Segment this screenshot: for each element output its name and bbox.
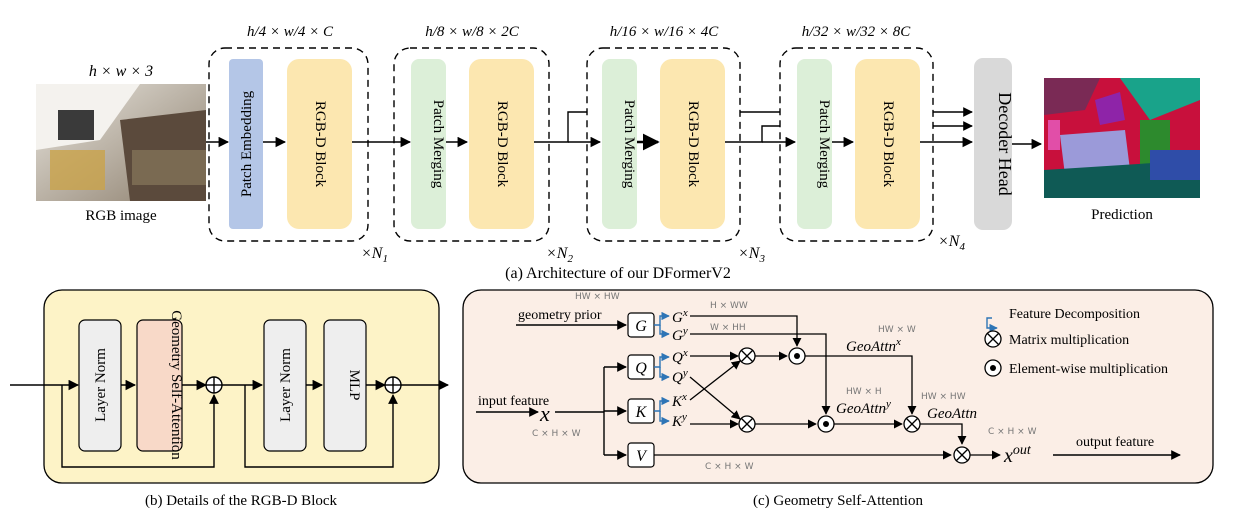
legend: Feature Decomposition Matrix multiplicat… xyxy=(984,307,1168,377)
rgbd-block-label: RGB-D Block xyxy=(312,101,328,188)
gsa-label: Geometry Self-Attention xyxy=(168,310,184,460)
stage-3: h/16 × w/16 × 4C Patch Merging RGB-D Blo… xyxy=(586,24,765,265)
matmul-icon xyxy=(984,330,1002,348)
patch-merging-box xyxy=(411,59,446,229)
elementwise-y xyxy=(817,415,835,433)
rgbd-block-box xyxy=(660,59,725,229)
geox-label: GeoAttnx xyxy=(846,336,901,355)
xout-label: xout xyxy=(1003,443,1032,467)
kx-label: Kx xyxy=(671,391,687,410)
decoder-head-label: Decoder Head xyxy=(995,92,1015,195)
stage-4: h/32 × w/32 × 8C Patch Merging RGB-D Blo… xyxy=(779,24,965,253)
patch-merging-box xyxy=(797,59,832,229)
elementwise-icon xyxy=(984,359,1002,377)
stage-2-dim: h/8 × w/8 × 2C xyxy=(425,24,520,40)
patch-merging-label: Patch Merging xyxy=(430,100,446,189)
patch-merging-box xyxy=(602,59,637,229)
patch-embedding-label: Patch Embedding xyxy=(239,90,255,197)
stage-1: h/4 × w/4 × C Patch Embedding RGB-D Bloc… xyxy=(208,24,388,265)
rgb-image xyxy=(36,84,206,201)
output-feature-label: output feature xyxy=(1076,435,1154,450)
matmul-final xyxy=(903,415,921,433)
rgbd-block-label: RGB-D Block xyxy=(494,101,510,188)
decomposition-brackets xyxy=(654,311,670,426)
legend-matmul: Matrix multiplication xyxy=(1009,333,1129,348)
q-label: Q xyxy=(635,360,647,377)
stage-2: h/8 × w/8 × 2C Patch Merging RGB-D Block… xyxy=(393,24,573,265)
dim-whh: W × HH xyxy=(710,323,746,333)
decoder-head-box xyxy=(974,58,1012,230)
dim-hwhw-prior: HW × HW xyxy=(575,292,620,302)
add-node-2 xyxy=(384,376,402,394)
geoy-dim: HW × H xyxy=(846,387,882,397)
geox-dim: HW × W xyxy=(878,325,916,335)
dim-hww: H × WW xyxy=(710,301,748,311)
stage-2-repeat: ×N2 xyxy=(546,245,573,265)
geo-label: GeoAttn xyxy=(927,406,977,422)
geo-dim: HW × HW xyxy=(921,392,966,402)
stage-1-dim: h/4 × w/4 × C xyxy=(247,24,334,40)
x-label: x xyxy=(539,401,550,426)
input-feature-label: input feature xyxy=(478,394,549,409)
caption-c: (c) Geometry Self-Attention xyxy=(753,493,923,509)
geometry-prior-label: geometry prior xyxy=(518,308,602,323)
stage-3-dim: h/16 × w/16 × 4C xyxy=(610,24,720,40)
add-node-1 xyxy=(205,376,223,394)
patch-embedding-box xyxy=(229,59,263,229)
matmul-y xyxy=(738,415,756,433)
dim-chw-in: C × H × W xyxy=(532,429,581,439)
legend-elementwise: Element-wise multiplication xyxy=(1009,362,1168,377)
v-label: V xyxy=(636,448,648,465)
patch-merging-label: Patch Merging xyxy=(816,100,832,189)
gy-label: Gy xyxy=(672,325,688,344)
elementwise-x xyxy=(788,347,806,365)
qx-label: Qx xyxy=(672,347,688,366)
geoy-label: GeoAttny xyxy=(836,398,891,417)
rgbd-block-box xyxy=(855,59,920,229)
dim-chw-out: C × H × W xyxy=(988,427,1037,437)
decomposition-icon xyxy=(986,317,998,333)
caption-a: (a) Architecture of our DFormerV2 xyxy=(505,265,731,282)
mlp-label: MLP xyxy=(346,370,362,401)
patch-merging-label: Patch Merging xyxy=(621,100,637,189)
gx-label: Gx xyxy=(672,307,688,326)
geometry-attention-panel xyxy=(462,289,1214,484)
matmul-v xyxy=(953,446,971,464)
stage-4-dim: h/32 × w/32 × 8C xyxy=(802,24,912,40)
stage-3-repeat: ×N3 xyxy=(738,245,765,265)
stage-1-repeat: ×N1 xyxy=(361,245,388,265)
rgbd-block-box xyxy=(287,59,352,229)
rgbd-block-label: RGB-D Block xyxy=(685,101,701,188)
dim-chw-v: C × H × W xyxy=(705,462,754,472)
input-image-label: RGB image xyxy=(85,208,157,224)
ky-label: Ky xyxy=(671,411,687,430)
layer-norm-1-label: Layer Norm xyxy=(93,348,109,422)
input-dim-label: h × w × 3 xyxy=(89,63,153,80)
g-label: G xyxy=(635,318,647,335)
legend-decomposition: Feature Decomposition xyxy=(1009,307,1140,322)
stage-4-repeat: ×N4 xyxy=(938,233,965,253)
k-label: K xyxy=(635,404,648,421)
prediction-label: Prediction xyxy=(1091,207,1153,223)
qy-label: Qy xyxy=(672,367,688,386)
prediction-image xyxy=(1044,78,1200,198)
matmul-x xyxy=(738,347,756,365)
rgbd-block-box xyxy=(469,59,534,229)
layer-norm-2-label: Layer Norm xyxy=(278,348,294,422)
caption-b: (b) Details of the RGB-D Block xyxy=(145,493,338,509)
rgbd-block-label: RGB-D Block xyxy=(880,101,896,188)
